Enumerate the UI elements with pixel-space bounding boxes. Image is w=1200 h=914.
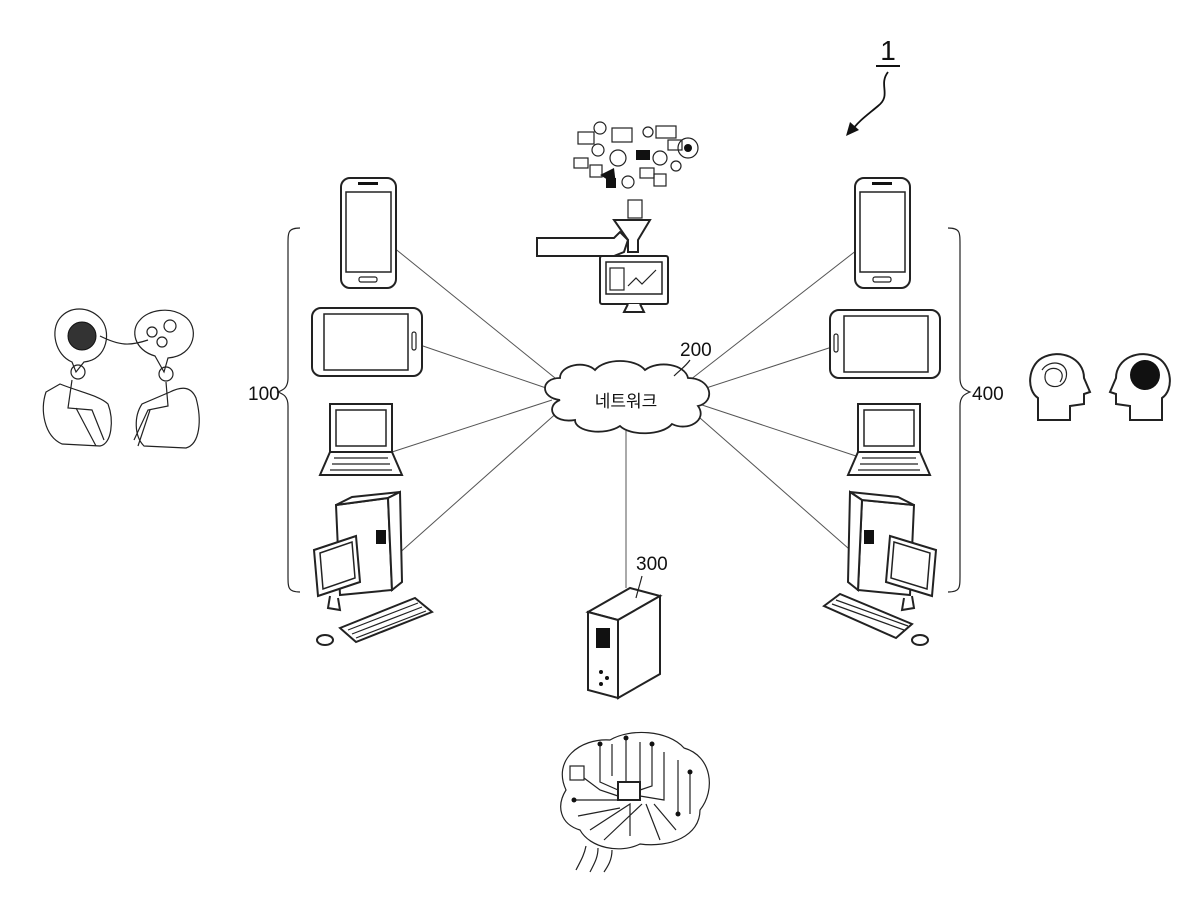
circuit-dot bbox=[676, 812, 681, 817]
circuit-dot bbox=[598, 742, 603, 747]
phone-screen bbox=[346, 192, 391, 272]
network-ref-label: 200 bbox=[680, 340, 712, 361]
gear-icon bbox=[594, 122, 606, 134]
left-group-bracket bbox=[278, 228, 300, 592]
clear-thought-icon bbox=[164, 320, 176, 332]
network-label: 네트워크 bbox=[595, 392, 658, 411]
circuit-node-icon bbox=[570, 766, 584, 780]
brain-stem-icon bbox=[576, 846, 612, 872]
right-laptop bbox=[848, 404, 930, 475]
hand-arm-icon bbox=[537, 232, 628, 256]
right-group-ref-label: 400 bbox=[972, 384, 1004, 405]
clock-icon bbox=[610, 150, 626, 166]
tablet-screen bbox=[324, 314, 408, 370]
client-body bbox=[68, 380, 104, 446]
client-head bbox=[71, 365, 85, 379]
document-icon bbox=[578, 132, 594, 144]
server-node: 300 bbox=[588, 554, 668, 698]
monitor-stand bbox=[328, 596, 340, 610]
thought-link-line bbox=[100, 336, 148, 344]
window-icon bbox=[612, 128, 632, 142]
clear-thought-icon bbox=[147, 327, 157, 337]
link-right-laptop bbox=[702, 405, 856, 456]
keyboard bbox=[340, 598, 432, 642]
gear-icon bbox=[622, 176, 634, 188]
server-led bbox=[599, 682, 603, 686]
link-left-desktop bbox=[378, 410, 560, 572]
counselor-head bbox=[159, 367, 173, 381]
monitor-stand bbox=[624, 304, 644, 312]
system-reference: 1 bbox=[846, 35, 900, 136]
system-ref-arrow bbox=[852, 72, 888, 130]
left-desktop bbox=[314, 492, 432, 645]
mouse-icon bbox=[317, 635, 333, 645]
link-right-desktop bbox=[700, 418, 873, 570]
ai-brain-illustration bbox=[561, 732, 710, 872]
left-phone bbox=[341, 178, 396, 288]
folder-icon bbox=[636, 150, 650, 160]
link-right-tablet bbox=[700, 346, 835, 390]
tangled-thought-icon bbox=[68, 322, 96, 350]
server-front bbox=[588, 612, 618, 698]
left-group: 100 bbox=[248, 228, 300, 592]
system-ref-label: 1 bbox=[880, 35, 896, 66]
phone-speaker bbox=[872, 182, 892, 185]
server-drive-bay bbox=[596, 628, 610, 648]
mouse-icon bbox=[912, 635, 928, 645]
dark-mind-icon bbox=[1130, 360, 1160, 390]
analytics-screen bbox=[606, 262, 662, 294]
right-tablet bbox=[830, 310, 940, 378]
lock-icon bbox=[654, 174, 666, 186]
server-led bbox=[605, 676, 609, 680]
right-desktop bbox=[824, 492, 936, 645]
circuit-dot bbox=[624, 736, 629, 741]
counseling-illustration bbox=[43, 309, 199, 448]
circuit-dot bbox=[650, 742, 655, 747]
right-group-bracket bbox=[948, 228, 970, 592]
pin-icon bbox=[671, 161, 681, 171]
circuit-dot bbox=[572, 798, 577, 803]
circuit-dot bbox=[688, 770, 693, 775]
link-left-tablet bbox=[420, 345, 552, 390]
left-group-ref-label: 100 bbox=[248, 384, 280, 405]
target-center-icon bbox=[684, 144, 692, 152]
tower-drive-light bbox=[864, 530, 874, 544]
right-group: 400 bbox=[948, 228, 1004, 592]
data-card-icon bbox=[628, 200, 642, 218]
right-phone bbox=[855, 178, 910, 288]
calendar-icon bbox=[590, 165, 602, 177]
client-chair bbox=[43, 384, 111, 446]
left-tablet bbox=[312, 308, 422, 376]
link-left-laptop bbox=[392, 400, 552, 452]
server-led bbox=[599, 670, 603, 674]
card-icon bbox=[640, 168, 654, 178]
chat-icon bbox=[574, 158, 588, 168]
counselor-body bbox=[134, 382, 168, 446]
phone-speaker bbox=[358, 182, 378, 185]
phone-screen bbox=[860, 192, 905, 272]
gear-icon bbox=[592, 144, 604, 156]
left-laptop bbox=[320, 404, 402, 475]
gear-icon bbox=[643, 127, 653, 137]
browser-icon bbox=[656, 126, 676, 138]
laptop-screen bbox=[336, 410, 386, 446]
processor-chip-icon bbox=[618, 782, 640, 800]
monitor-stand bbox=[902, 596, 914, 610]
data-processing-illustration bbox=[537, 122, 698, 312]
chart-pie-icon bbox=[653, 151, 667, 165]
laptop-screen bbox=[864, 410, 914, 446]
network-node: 네트워크 200 bbox=[545, 340, 712, 433]
minds-illustration bbox=[1030, 354, 1170, 420]
tower-drive-light bbox=[376, 530, 386, 544]
clear-thought-icon bbox=[157, 337, 167, 347]
tag-icon bbox=[606, 178, 616, 188]
tablet-screen bbox=[844, 316, 928, 372]
server-ref-label: 300 bbox=[636, 554, 668, 575]
data-icons-cluster bbox=[574, 122, 698, 188]
